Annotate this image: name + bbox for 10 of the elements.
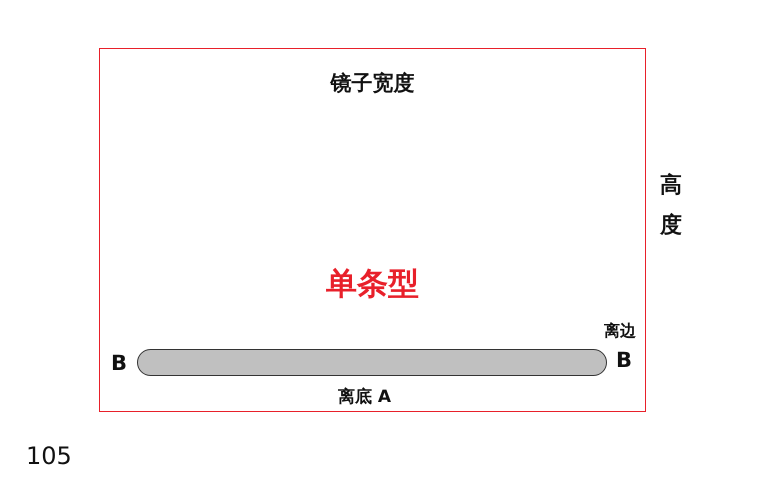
- side-b-label: B: [111, 351, 128, 375]
- side-b-label: B: [616, 348, 632, 372]
- light-strip-bar: [137, 349, 607, 376]
- edge-distance-label: 离边: [604, 321, 636, 342]
- page-number: 105: [26, 442, 72, 470]
- bottom-distance-label: 离底 A: [338, 386, 392, 408]
- mirror-outline: [99, 48, 646, 412]
- height-label: 高度: [660, 172, 683, 240]
- mirror-width-label: 镜子宽度: [329, 70, 416, 97]
- type-title: 单条型: [325, 265, 420, 304]
